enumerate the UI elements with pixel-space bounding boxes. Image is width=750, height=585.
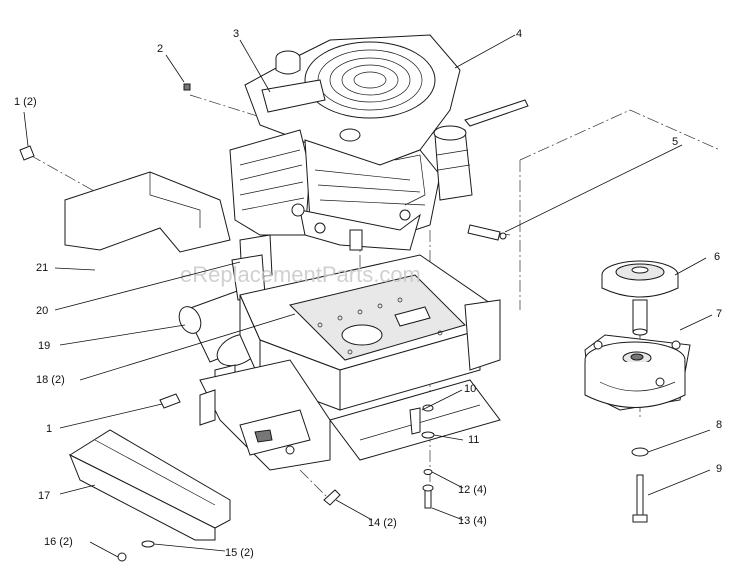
callout-20: 20: [36, 305, 48, 317]
callout-13: 13 (4): [458, 515, 487, 527]
callout-14: 14 (2): [368, 517, 397, 529]
fitting: [467, 224, 507, 241]
callout-9: 9: [716, 463, 722, 475]
callout-21: 21: [36, 262, 48, 274]
callout-8: 8: [716, 419, 722, 431]
clutch-hardware: [631, 447, 649, 523]
frame-bolt: [323, 489, 341, 506]
callout-1: 1: [46, 423, 52, 435]
engine: [229, 34, 529, 251]
bumper: [68, 429, 231, 541]
callout-2: 2: [157, 43, 163, 55]
callout-19: 19: [38, 340, 50, 352]
callout-6: 6: [714, 251, 720, 263]
callout-12: 12 (4): [458, 484, 487, 496]
callout-18: 18 (2): [36, 374, 65, 386]
callout-4: 4: [516, 28, 522, 40]
callout-17: 17: [38, 490, 50, 502]
bolt-upper: [19, 145, 35, 161]
callout-3: 3: [233, 28, 239, 40]
callout-1-2: 1 (2): [14, 96, 37, 108]
callout-10: 10: [464, 383, 476, 395]
callout-15: 15 (2): [225, 547, 254, 559]
bolt-lower: [159, 393, 181, 409]
pto-clutch: [584, 334, 691, 411]
watermark-text: eReplacementParts.com: [180, 262, 421, 287]
plug: [183, 83, 191, 91]
callout-16: 16 (2): [44, 536, 73, 548]
shaft-hardware: [409, 404, 435, 509]
chassis-frame: [199, 254, 501, 471]
callout-5: 5: [672, 136, 678, 148]
decal: [261, 79, 326, 113]
callout-11: 11: [468, 434, 479, 446]
heat-shield: [64, 171, 231, 253]
callout-labels: 1 (2) 2 3 4 5 6 7 8 9 10 11 12 (4) 13 (4…: [14, 28, 722, 559]
bumper-hardware: [117, 540, 155, 562]
leader-lines: [23, 34, 713, 558]
pulley: [601, 260, 679, 336]
callout-7: 7: [716, 308, 722, 320]
